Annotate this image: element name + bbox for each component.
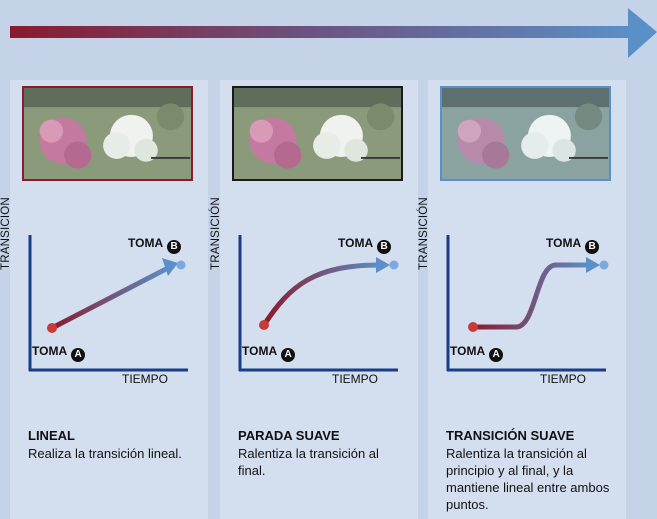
y-axis-label: TRANSICIÓN — [210, 197, 222, 270]
badge-b-icon: B — [585, 240, 600, 254]
transition-graph — [220, 230, 418, 390]
preview-thumbnail — [440, 86, 611, 181]
badge-a-icon: A — [71, 348, 86, 362]
mode-title: PARADA SUAVE — [238, 428, 340, 443]
preview-thumbnail — [232, 86, 403, 181]
badge-a-icon: A — [489, 348, 504, 362]
transition-curve — [473, 262, 590, 330]
y-axis-label: TRANSICIÓN — [418, 197, 430, 270]
curve-arrowhead — [586, 257, 600, 273]
badge-b-icon: B — [167, 240, 182, 254]
point-b — [176, 260, 186, 270]
badge-b-icon: B — [377, 240, 392, 254]
mode-description: Ralentiza la transición al final. — [238, 446, 379, 478]
mode-title: LINEAL — [28, 428, 75, 443]
point-a — [259, 320, 269, 330]
transition-curve — [50, 265, 170, 331]
preview-thumbnail — [22, 86, 193, 181]
transition-curve — [261, 262, 381, 327]
badge-a-icon: A — [281, 348, 296, 362]
transition-graph — [428, 230, 626, 390]
y-axis-label: TRANSICIÓN — [0, 197, 12, 270]
point-b — [389, 260, 399, 270]
curve-arrowhead — [376, 257, 390, 273]
mode-title: TRANSICIÓN SUAVE — [446, 428, 575, 443]
mode-description: Realiza la transición lineal. — [28, 446, 182, 461]
transition-graph — [10, 230, 208, 390]
progress-arrow — [10, 8, 657, 58]
x-axis-label: TIEMPO — [122, 372, 169, 386]
point-b — [599, 260, 609, 270]
curve-arrowhead — [162, 258, 178, 276]
x-axis-label: TIEMPO — [332, 372, 379, 386]
point-a — [47, 323, 57, 333]
point-a — [468, 322, 478, 332]
x-axis-label: TIEMPO — [540, 372, 587, 386]
mode-description: Ralentiza la transición al principio y a… — [446, 446, 610, 512]
